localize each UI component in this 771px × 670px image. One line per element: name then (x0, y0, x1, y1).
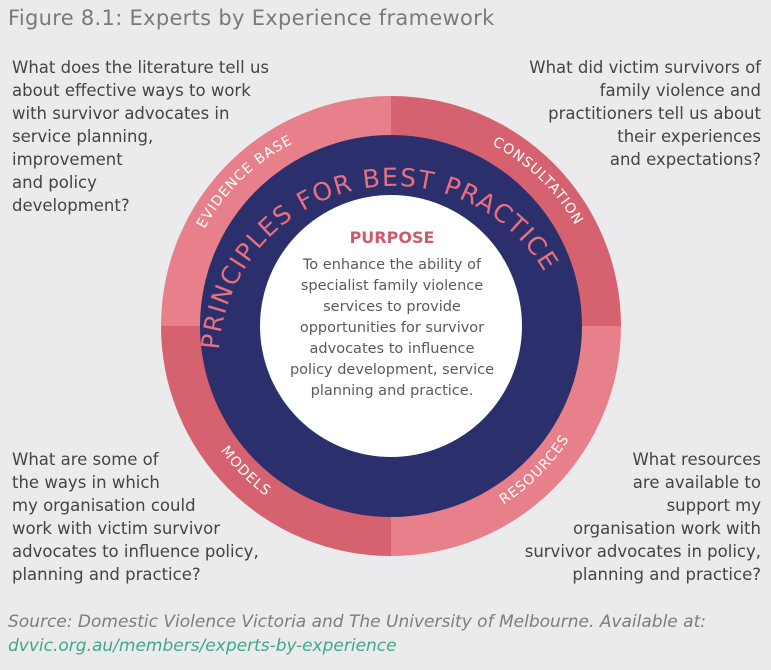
purpose-circle (260, 195, 522, 457)
question-evidence-base: What does the literature tell us about e… (12, 58, 269, 215)
source-text: Source: Domestic Violence Victoria and T… (8, 612, 706, 632)
question-consultation: What did victim survivors of family viol… (529, 58, 761, 169)
source-note: Source: Domestic Violence Victoria and T… (8, 610, 768, 658)
source-link[interactable]: dvvic.org.au/members/experts-by-experien… (8, 636, 397, 656)
purpose-title: PURPOSE (349, 228, 435, 247)
purpose-block: PURPOSE To enhance the ability of specia… (262, 228, 522, 402)
purpose-text: To enhance the ability of specialist fam… (289, 257, 495, 399)
figure-title: Figure 8.1: Experts by Experience framew… (8, 6, 495, 30)
question-models: What are some of the ways in which my or… (12, 450, 259, 584)
question-resources: What resources are available to support … (524, 450, 761, 584)
